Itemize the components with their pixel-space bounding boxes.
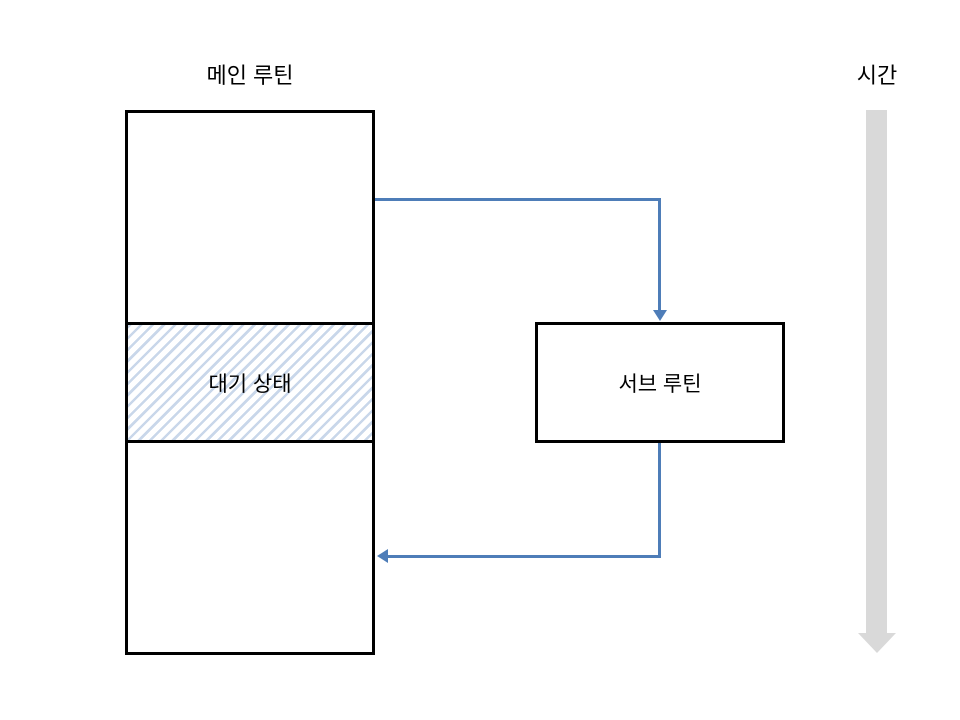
call-arrowhead-down-icon bbox=[653, 310, 667, 321]
call-connector-vertical bbox=[658, 198, 661, 310]
subroutine-label: 서브 루틴 bbox=[618, 372, 702, 396]
main-routine-title: 메인 루틴 bbox=[206, 63, 294, 88]
waiting-state-section: 대기 상태 bbox=[125, 322, 375, 443]
time-arrow-shaft bbox=[866, 110, 887, 633]
subroutine-box: 서브 루틴 bbox=[535, 322, 785, 443]
call-connector-horizontal bbox=[375, 198, 660, 201]
main-routine-box: 대기 상태 bbox=[125, 110, 375, 655]
return-connector-vertical bbox=[658, 443, 661, 555]
return-arrowhead-left-icon bbox=[377, 549, 388, 563]
return-connector-horizontal bbox=[387, 555, 661, 558]
waiting-state-label: 대기 상태 bbox=[208, 372, 292, 396]
time-axis-label: 시간 bbox=[856, 63, 898, 88]
time-arrowhead-down-icon bbox=[858, 633, 896, 653]
